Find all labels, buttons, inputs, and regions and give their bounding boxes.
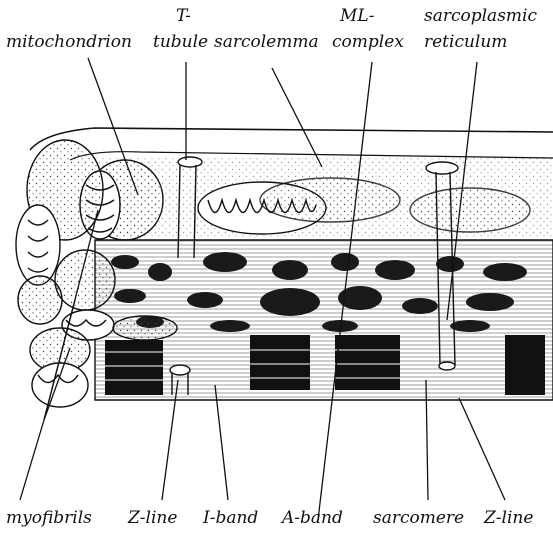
sarcolemma-outline	[30, 128, 553, 150]
sarcomere-label: sarcomere	[373, 508, 464, 528]
sarcoplasmic-reticulum-label-line2: reticulum	[424, 32, 507, 52]
ml-complex-label-line2: complex	[332, 32, 404, 52]
ml-complex-label-line1: ML-	[340, 6, 374, 26]
mitochondrion-label: mitochondrion	[6, 32, 132, 52]
sarcoplasmic-reticulum-label-line1: sarcoplasmic	[424, 6, 537, 26]
a-band-label: A-band	[282, 508, 343, 528]
t-tubule-label-line1: T-	[176, 6, 191, 26]
i-band-label: I-band	[203, 508, 258, 528]
sarcolemma-label: sarcolemma	[214, 32, 319, 52]
t-tubule-label-line2: tubule	[153, 32, 208, 52]
myofibrils-label: myofibrils	[6, 508, 92, 528]
z-line-label-right: Z-line	[484, 508, 533, 528]
z-line-label-left: Z-line	[128, 508, 177, 528]
